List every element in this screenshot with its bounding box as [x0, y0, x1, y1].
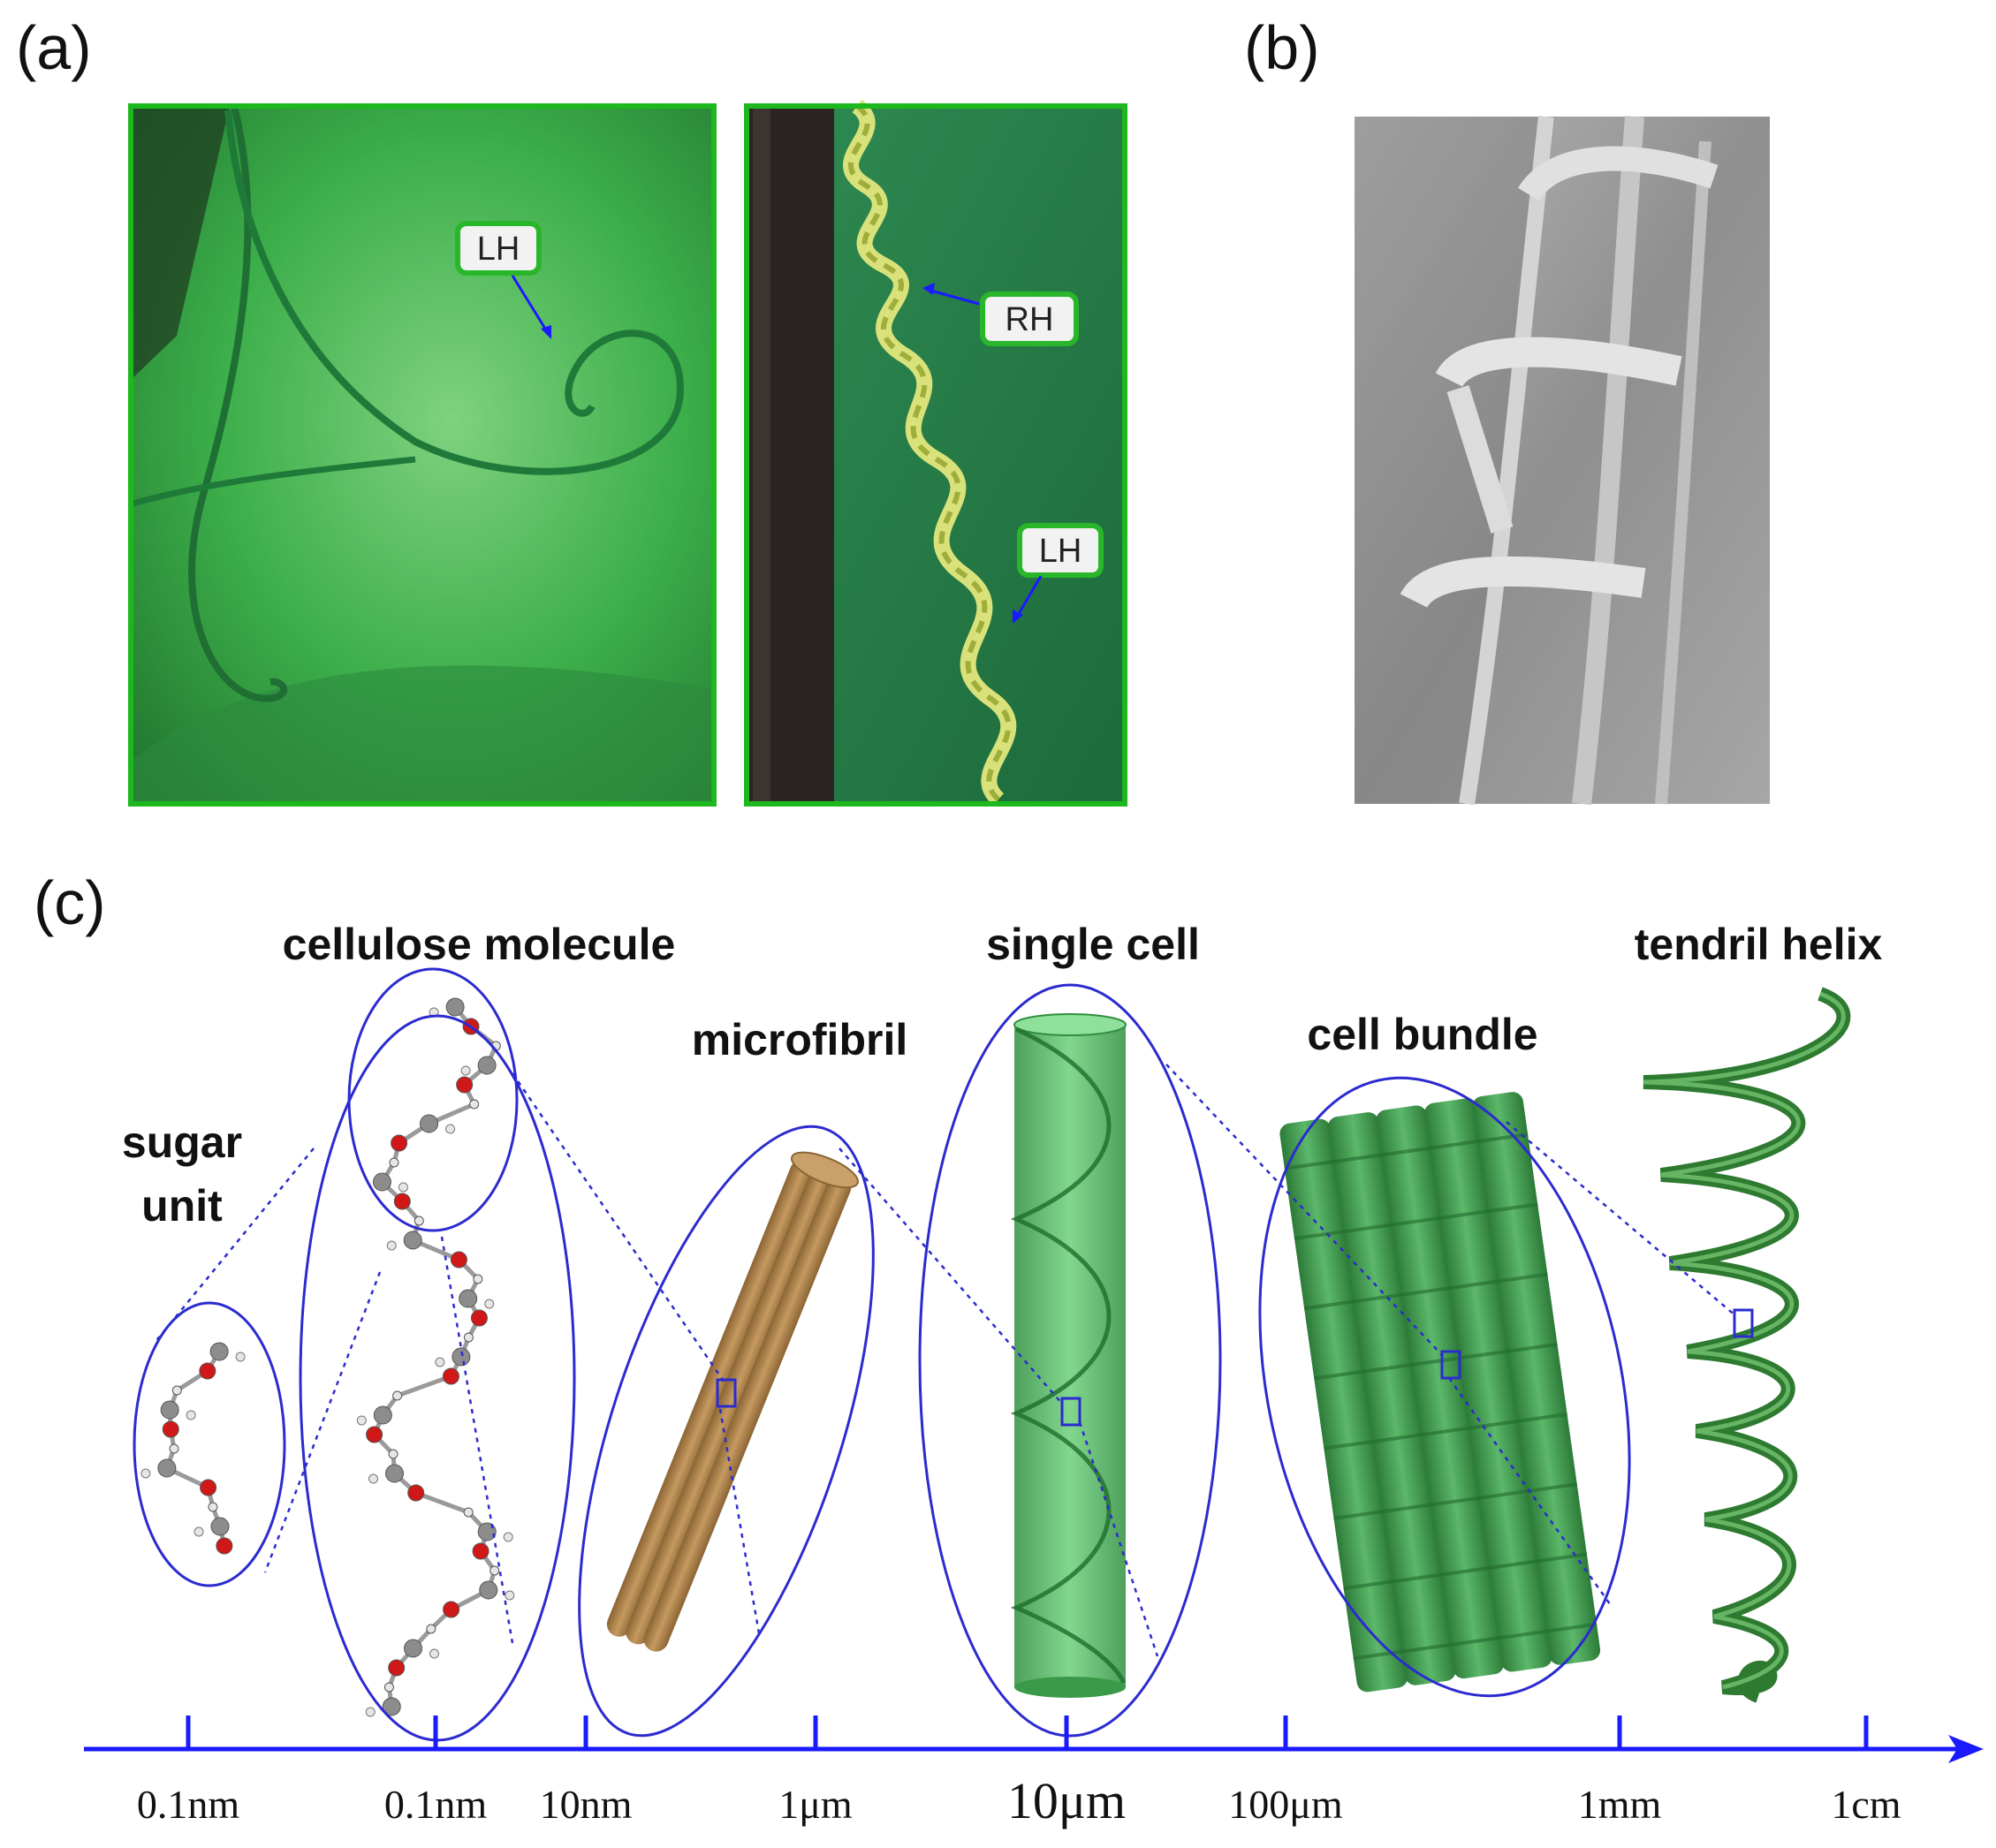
- scale-tick-label: 1μm: [778, 1782, 853, 1827]
- label-cell-bundle: cell bundle: [1307, 1010, 1537, 1059]
- panel-label-b: (b): [1244, 13, 1320, 82]
- scale-tick-label: 10μm: [1007, 1772, 1126, 1829]
- sugar-unit-molecule: [140, 1342, 246, 1555]
- scale-tick-label: 0.1nm: [384, 1782, 488, 1827]
- tag-lh-photo1-text: LH: [477, 231, 520, 268]
- ellipse-sugar-unit: [133, 1301, 286, 1587]
- label-cellulose-molecule: cellulose molecule: [283, 920, 676, 969]
- scale-tick-label: 1mm: [1578, 1782, 1662, 1827]
- scale-tick-label: 100μm: [1228, 1782, 1343, 1827]
- zoom-box-single-cell: [1060, 1397, 1081, 1427]
- photo-tendril-curl: [128, 103, 717, 807]
- label-sugar-unit-line1: sugar: [122, 1117, 242, 1167]
- tag-lh-photo1: LH: [455, 221, 551, 339]
- tag-lh-photo2-text: LH: [1039, 533, 1082, 570]
- panel-label-a: (a): [16, 13, 92, 82]
- ellipse-single-cell: [918, 983, 1222, 1738]
- sem-image: [1355, 115, 1770, 806]
- label-sugar-unit-line2: unit: [141, 1181, 223, 1231]
- cell-bundle: [1279, 1092, 1601, 1693]
- zoom-box-tendril: [1733, 1308, 1754, 1338]
- label-single-cell: single cell: [986, 920, 1200, 969]
- tag-rh-photo2-text: RH: [1006, 301, 1054, 338]
- ellipse-cell-bundle: [1258, 1076, 1631, 1698]
- scale-ticks: 0.1nm 0.1nm 10nm 1μm 10μm 100μm 1mm 1cm: [137, 1715, 1901, 1829]
- microfibril-rods: [606, 1151, 859, 1652]
- label-tendril-helix: tendril helix: [1635, 920, 1883, 969]
- zoom-box-microfibril: [716, 1378, 737, 1408]
- scale-tick-label: 1cm: [1831, 1782, 1901, 1827]
- panel-label-c: (c): [34, 868, 106, 937]
- tendril-helix: [1643, 987, 1851, 1703]
- tag-rh-photo2: RH: [922, 283, 1079, 346]
- ellipse-cellulose-segment: [347, 967, 519, 1232]
- scale-axis: [84, 1735, 1984, 1763]
- photo-tendril-helix: [744, 99, 1127, 807]
- tag-lh-photo2: LH: [1013, 523, 1104, 624]
- scale-tick-label: 10nm: [540, 1782, 633, 1827]
- single-cell-cylinder: [1010, 1013, 1127, 1698]
- label-microfibril: microfibril: [692, 1015, 907, 1064]
- ellipse-microfibril: [578, 1125, 875, 1738]
- cellulose-molecule: [356, 997, 515, 1717]
- scale-tick-label: 0.1nm: [137, 1782, 240, 1827]
- zoom-box-cell-bundle: [1440, 1350, 1461, 1380]
- zoom-connectors: [154, 1064, 1737, 1657]
